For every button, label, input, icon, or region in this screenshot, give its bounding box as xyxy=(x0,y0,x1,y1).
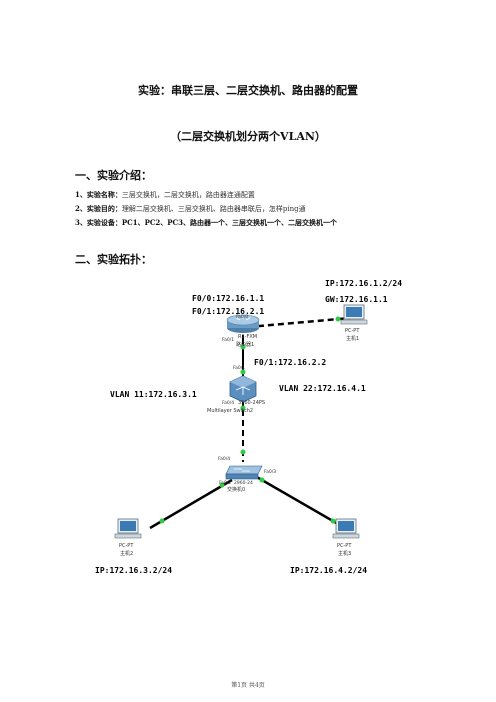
multilayer-switch-icon[interactable] xyxy=(229,375,257,403)
intro-item-1: 1、实验名称：三层交换机，二层交换机，路由器连通配置 xyxy=(75,190,255,200)
l3switch-port-bottom-label: Fa0/4 xyxy=(222,400,234,406)
link-status-dot xyxy=(259,477,265,483)
pc1-ip: IP:172.16.1.2/24 xyxy=(325,279,402,288)
link-status-dot xyxy=(240,449,246,455)
l2switch-name-label: 交换机0 xyxy=(227,486,245,493)
router-ip-f0-0: F0/0:172.16.1.1 xyxy=(192,294,264,303)
router-icon[interactable] xyxy=(226,314,260,333)
pc2-ip: IP:172.16.3.2/24 xyxy=(95,566,172,575)
l3switch-ip-f0-1: F0/1:172.16.2.2 xyxy=(254,358,326,367)
link-status-dot xyxy=(159,518,165,524)
intro-item-2: 2、实验目的：理解二层交换机、三层交换机、路由器串联后，怎样ping通 xyxy=(75,204,306,214)
intro-item-label: 1、实验名称： xyxy=(75,190,122,199)
intro-item-label: 3、实验设备： xyxy=(75,218,122,227)
l2switch-model-label: 2960-24 xyxy=(234,480,253,486)
section-heading-topology: 二、实验拓扑： xyxy=(75,253,152,266)
pc3-computer-icon[interactable] xyxy=(332,518,360,539)
pc2-computer-icon[interactable] xyxy=(114,518,142,539)
pc3-model-label: PC-PT xyxy=(337,543,352,549)
link-status-dot xyxy=(330,518,336,524)
l3switch-port-top-label: Fa0/1 xyxy=(233,365,245,371)
pc3-name-label: 主机3 xyxy=(338,550,351,557)
l3switch-name-label: Multilayer Switch2 xyxy=(207,408,253,414)
router-name-label: 路由器1 xyxy=(236,341,254,348)
router-port-bottom-label: Fa0/1 xyxy=(222,337,234,343)
intro-item-text: 三层交换机，二层交换机，路由器连通配置 xyxy=(121,191,255,199)
pc1-gateway: GW:172.16.1.1 xyxy=(325,295,388,304)
link-status-dot xyxy=(240,369,246,375)
switch-icon[interactable] xyxy=(225,465,263,480)
router-ip-f0-1: F0/1:172.16.2.1 xyxy=(192,307,264,316)
link-status-dot xyxy=(240,344,246,350)
vlan22-ip: VLAN 22:172.16.4.1 xyxy=(279,384,366,393)
l2switch-port-top-label: Fa0/4 xyxy=(218,456,230,462)
page-subtitle: （二层交换机划分两个VLAN） xyxy=(170,130,326,143)
link-router-pc1 xyxy=(247,316,351,329)
intro-item-text: PC1、PC2、PC3、路由器一个、三层交换机一个、二层交换机一个 xyxy=(121,218,337,227)
page-footer: 第1页 共4页 xyxy=(231,682,265,689)
pc1-name-label: 主机1 xyxy=(346,335,359,342)
intro-item-text: 理解二层交换机、三层交换机、路由器串联后，怎样ping通 xyxy=(121,205,306,213)
pc3-ip: IP:172.16.4.2/24 xyxy=(290,566,367,575)
pc2-model-label: PC-PT xyxy=(119,543,134,549)
l2switch-port-right-label: Fa0/3 xyxy=(264,469,276,475)
link-status-dot xyxy=(219,482,225,488)
l2switch-port-left-label: Fa0/2 xyxy=(219,480,231,486)
link-status-dot xyxy=(240,405,246,411)
pc2-name-label: 主机2 xyxy=(120,550,133,557)
router-port-top-label: Fa0/0 xyxy=(236,314,248,320)
page-title: 实验：串联三层、二层交换机、路由器的配置 xyxy=(138,84,358,97)
link-status-dot xyxy=(335,316,341,322)
vlan11-ip: VLAN 11:172.16.3.1 xyxy=(110,390,197,399)
intro-item-3: 3、实验设备：PC1、PC2、PC3、路由器一个、三层交换机一个、二层交换机一个 xyxy=(75,218,337,228)
pc1-computer-icon[interactable] xyxy=(340,304,368,325)
router-model-label: R1-FXM xyxy=(238,334,257,340)
intro-item-label: 2、实验目的： xyxy=(75,204,122,213)
l3switch-model-label: 3560-24PS xyxy=(238,400,265,406)
link-l2switch-pc3 xyxy=(254,474,346,530)
section-heading-intro: 一、实验介绍： xyxy=(75,169,152,182)
pc1-model-label: PC-PT xyxy=(345,328,360,334)
